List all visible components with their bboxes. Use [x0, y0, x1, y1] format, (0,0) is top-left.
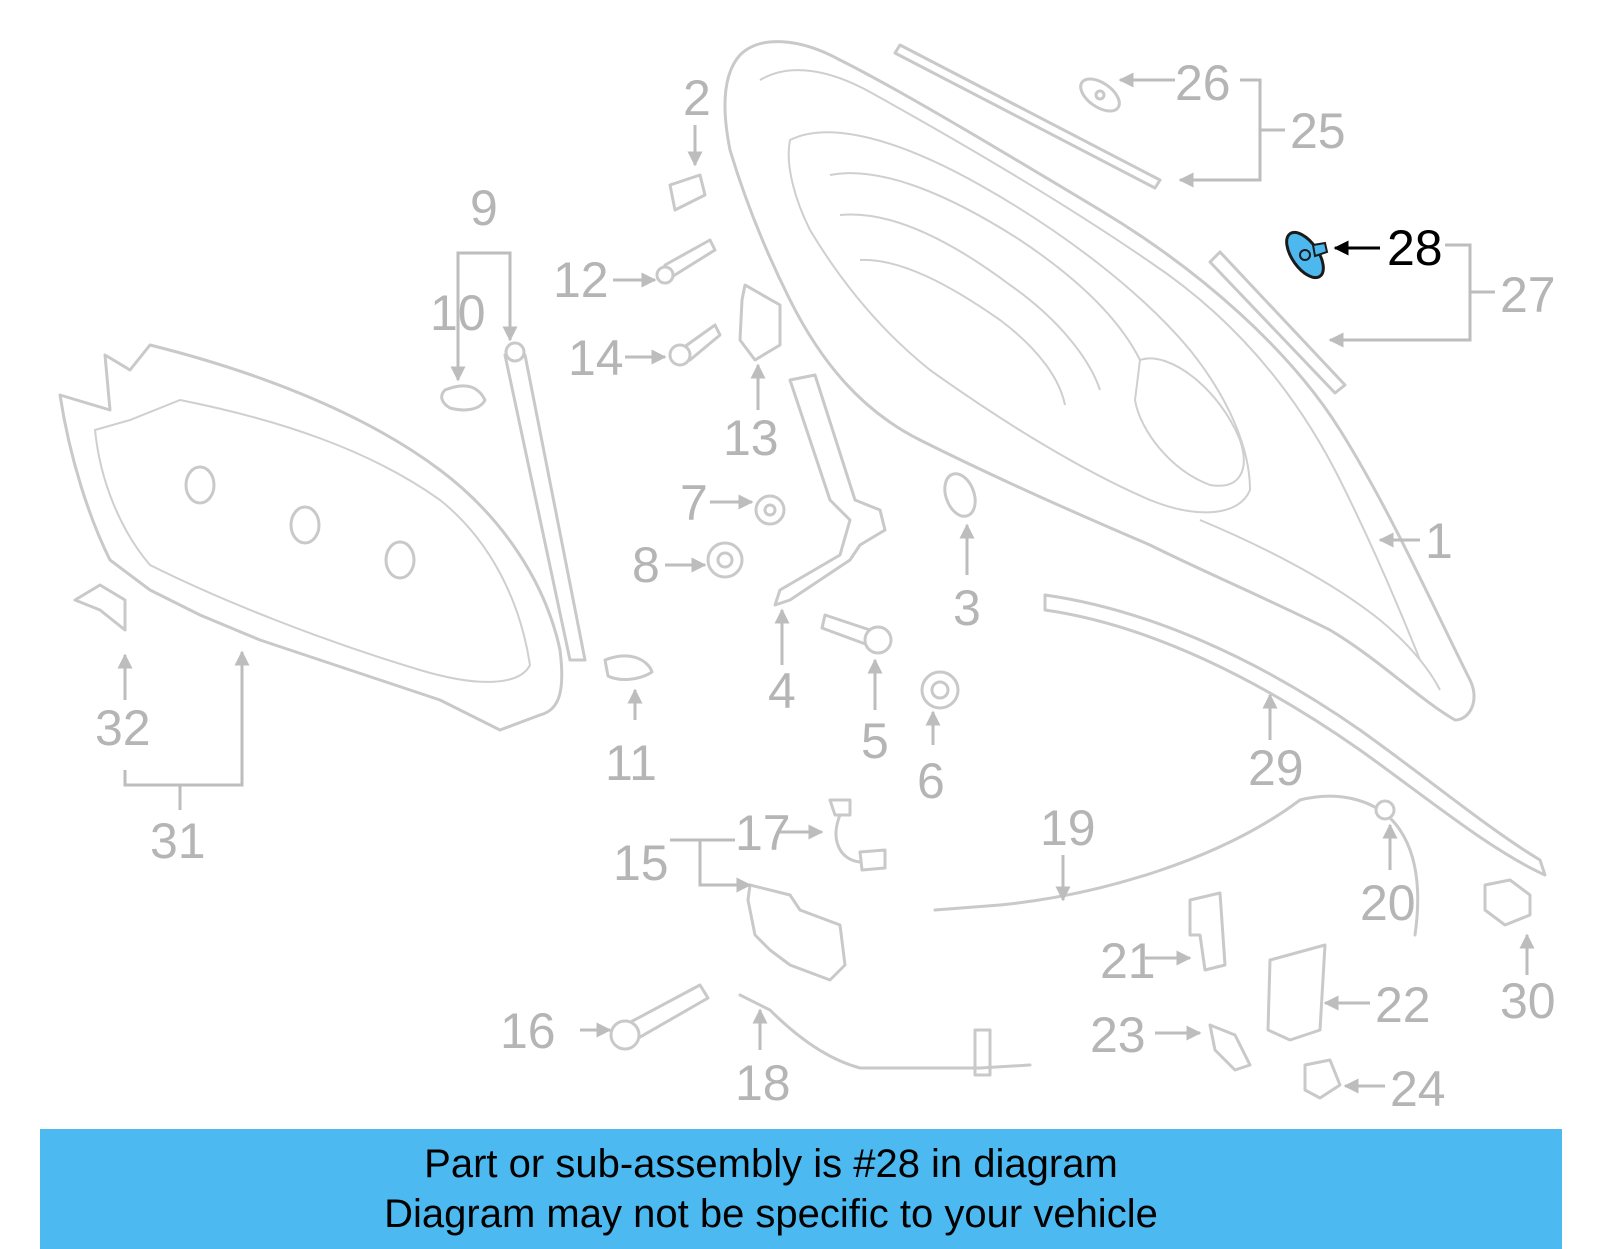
weatherstrip-part-25 [893, 43, 1162, 190]
hood-seal-part-29 [1043, 593, 1547, 877]
hinge-part-4 [773, 373, 887, 607]
clip-part-10 [440, 384, 487, 412]
bolt-part-14 [668, 323, 722, 367]
callout-10: 10 [430, 285, 486, 341]
callout-14: 14 [568, 330, 624, 386]
callout-9: 9 [470, 180, 498, 236]
callout-19: 19 [1040, 800, 1096, 856]
callout-24: 24 [1390, 1061, 1446, 1117]
nut-part-8 [706, 541, 744, 579]
callout-6: 6 [917, 753, 945, 809]
callout-8: 8 [632, 537, 660, 593]
callout-labels: 1 2 3 4 5 6 7 8 9 10 11 12 13 14 15 16 1… [95, 55, 1556, 1117]
callout-27: 27 [1500, 267, 1556, 323]
callout-1: 1 [1425, 513, 1453, 569]
hood-panel-part-1 [723, 40, 1476, 722]
callout-23: 23 [1090, 1007, 1146, 1063]
callout-5: 5 [861, 713, 889, 769]
clip-part-26 [1079, 77, 1121, 113]
banner-disclaimer-line: Diagram may not be specific to your vehi… [384, 1192, 1158, 1236]
callout-31: 31 [150, 813, 206, 869]
callout-25: 25 [1290, 103, 1346, 159]
banner-part-line: Part or sub-assembly is #28 in diagram [424, 1142, 1118, 1186]
callout-11: 11 [605, 735, 657, 791]
part-info-banner: Part or sub-assembly is #28 in diagram D… [40, 1129, 1562, 1249]
callout-20: 20 [1360, 875, 1416, 931]
hood-insulator-part-31 [58, 343, 564, 732]
fastener-part-32 [73, 583, 127, 632]
leader-lines [117, 72, 1535, 1094]
callout-18: 18 [735, 1055, 791, 1111]
bracket-part-21 [1188, 891, 1227, 972]
exploded-view-svg: 1 2 3 4 5 6 7 8 9 10 11 12 13 14 15 16 1… [58, 40, 1556, 1117]
bracket-part-22 [1266, 943, 1327, 1042]
callout-7: 7 [680, 475, 708, 531]
callout-29: 29 [1248, 740, 1304, 796]
bracket-part-13 [738, 283, 782, 362]
callout-16: 16 [500, 1003, 556, 1059]
callout-17: 17 [735, 805, 791, 861]
bolt-part-23 [1208, 1023, 1252, 1072]
nut-part-7 [754, 494, 786, 526]
harness-part-17 [828, 798, 887, 872]
bumper-part-30 [1483, 878, 1532, 927]
clip-part-24 [1303, 1058, 1342, 1100]
callout-15: 15 [613, 835, 669, 891]
callout-12: 12 [553, 252, 609, 308]
cable-part-18 [738, 993, 1032, 1077]
callout-2: 2 [683, 70, 711, 126]
stud-part-12 [655, 238, 717, 285]
callout-13: 13 [723, 410, 779, 466]
bumper-part-2 [668, 173, 707, 212]
callout-22: 22 [1375, 977, 1431, 1033]
callout-28-highlighted: 28 [1387, 220, 1443, 276]
bolt-part-16 [609, 983, 710, 1051]
callout-32: 32 [95, 700, 151, 756]
callout-4: 4 [768, 663, 796, 719]
callout-21: 21 [1100, 933, 1156, 989]
parts-diagram: 1 2 3 4 5 6 7 8 9 10 11 12 13 14 15 16 1… [58, 40, 1556, 1117]
gas-strut-part-9 [503, 341, 587, 662]
callout-26: 26 [1175, 55, 1231, 111]
clip-part-11 [603, 654, 654, 681]
grommet-part-3 [943, 472, 977, 518]
seal-strip-part-27 [1208, 250, 1347, 395]
bolt-part-5 [820, 613, 893, 655]
clip-part-28-highlighted[interactable] [1279, 226, 1330, 284]
callout-30: 30 [1500, 973, 1556, 1029]
latch-part-15 [746, 883, 847, 982]
nut-part-6 [920, 670, 960, 710]
callout-3: 3 [953, 580, 981, 636]
cable-part-19 [933, 794, 1420, 937]
